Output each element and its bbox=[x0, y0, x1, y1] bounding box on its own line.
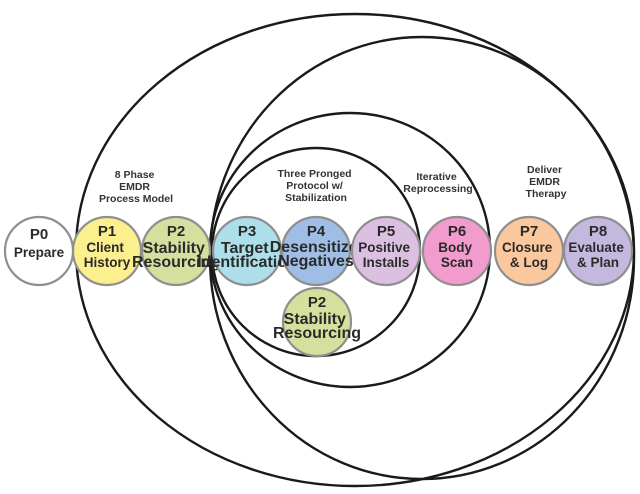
phase-p8-label: Evaluate & Plan bbox=[568, 240, 627, 270]
phase-p5-label: Positive Installs bbox=[358, 240, 414, 270]
phase-p8: P8 Evaluate & Plan bbox=[562, 215, 634, 287]
phase-p8-circle bbox=[562, 215, 634, 287]
phase-p5-circle bbox=[350, 215, 422, 287]
phase-p6-label: Body Scan bbox=[438, 240, 476, 270]
phase-p4-circle bbox=[280, 215, 352, 287]
phase-p6-code: P6 bbox=[448, 223, 466, 240]
phase-p5: P5 Positive Installs bbox=[350, 215, 422, 287]
ring-captions: 8 Phase EMDR Process Model Three Pronged… bbox=[99, 164, 567, 205]
phase-p3-code: P3 bbox=[238, 223, 256, 240]
phase-p3-label: Target Identification bbox=[197, 240, 297, 271]
phase-p0: P0 Prepare bbox=[3, 215, 75, 287]
caption-three-pronged: Three Pronged Protocol w/ Stabilization bbox=[277, 168, 354, 204]
phase-p4-code: P4 bbox=[307, 223, 326, 240]
phase-p2-label: Stability Resourcing bbox=[132, 240, 220, 271]
phase-p2: P2 Stability Resourcing bbox=[132, 215, 220, 287]
phase-p1-label: Client History bbox=[84, 240, 131, 270]
phase-p4: P4 Desensitize Negatives bbox=[270, 215, 363, 287]
phase-p3: P3 Target Identification bbox=[197, 215, 297, 287]
caption-process-model: 8 Phase EMDR Process Model bbox=[99, 169, 173, 205]
phase-p2-circle bbox=[140, 215, 212, 287]
phase-p6: P6 Body Scan bbox=[421, 215, 493, 287]
caption-iterative: Iterative Reprocessing bbox=[403, 171, 472, 195]
caption-deliver: Deliver EMDR Therapy bbox=[526, 164, 567, 200]
phase-p7: P7 Closure & Log bbox=[493, 215, 565, 287]
phase-p2-repeat: P2 Stability Resourcing bbox=[273, 286, 361, 358]
phase-p1-code: P1 bbox=[98, 223, 116, 240]
phase-p2-repeat-circle bbox=[281, 286, 353, 358]
phase-p2-code: P2 bbox=[167, 223, 185, 240]
phase-p4-label: Desensitize Negatives bbox=[270, 239, 363, 270]
phase-p0-code: P0 bbox=[30, 226, 48, 243]
phase-p8-code: P8 bbox=[589, 223, 607, 240]
phase-p7-code: P7 bbox=[520, 223, 538, 240]
phase-p2-repeat-label: Stability Resourcing bbox=[273, 311, 361, 342]
phase-p7-label: Closure & Log bbox=[502, 240, 556, 270]
phase-p0-label: Prepare bbox=[14, 245, 65, 260]
phase-p5-code: P5 bbox=[377, 223, 395, 240]
phase-p6-circle bbox=[421, 215, 493, 287]
phase-p1: P1 Client History bbox=[71, 215, 143, 287]
phase-p2-repeat-code: P2 bbox=[308, 294, 326, 311]
